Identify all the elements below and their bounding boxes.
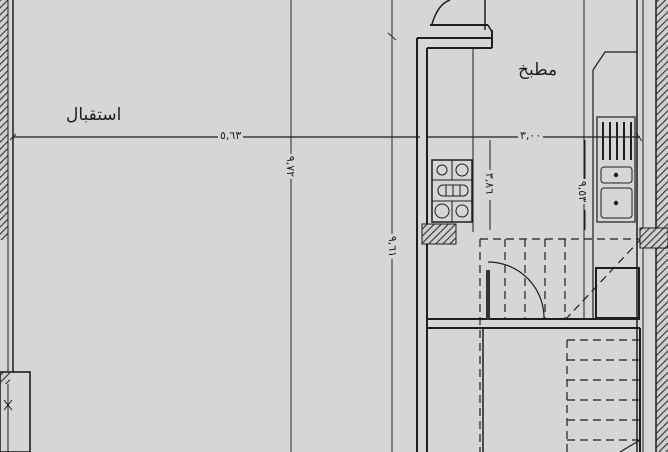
dimension-reception-depth: ٩,٧٢: [284, 153, 298, 180]
dimension-counter-length: ٣,٨٦: [483, 170, 497, 197]
left-wall: [0, 0, 31, 452]
kitchen-walls: [416, 0, 643, 452]
dimension-kitchen-depth: ٩,٥٣: [576, 178, 590, 205]
room-label-reception: استقبال: [66, 105, 122, 125]
room-label-kitchen: مطبخ: [518, 60, 558, 80]
door-icon: [427, 238, 641, 452]
right-wall: [639, 0, 668, 452]
dimension-reception-width: ٥,٦٣: [218, 129, 244, 142]
dimension-kitchen-width: ٣,٠٠: [518, 129, 544, 142]
stove-icon: [431, 159, 473, 223]
dimension-corridor-depth: ٩,٦١: [386, 233, 400, 260]
reception-lines: [9, 0, 420, 452]
sink-icon: [592, 51, 637, 320]
